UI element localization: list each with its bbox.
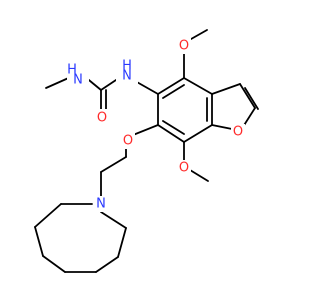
ether-oxygen-label: O bbox=[123, 134, 133, 149]
azepane-nitrogen-label-bg bbox=[94, 196, 108, 212]
azepane-bond-7 bbox=[34, 203, 62, 228]
ring-to-ether-bond bbox=[132, 124, 159, 136]
azepane-bond-3 bbox=[95, 256, 119, 273]
amine-right-label-bg bbox=[116, 61, 138, 88]
furan-bond-2 bbox=[239, 83, 256, 109]
amine-left-h-label: H bbox=[67, 63, 77, 78]
furan-oxygen-label: O bbox=[233, 125, 243, 140]
ether-oxygen-label-bg bbox=[121, 133, 135, 149]
chain-bond-1 bbox=[100, 156, 127, 173]
ring-bond-5 bbox=[157, 124, 185, 143]
ring-bond-1 bbox=[157, 77, 185, 95]
furan-bond-4 bbox=[211, 124, 233, 130]
bottom-methoxy-oxygen-label: O bbox=[179, 161, 189, 176]
ring-inner-bond-1 bbox=[162, 84, 185, 99]
furan-oxygen-label-bg bbox=[231, 124, 245, 140]
amine-right-h-label: H bbox=[122, 59, 132, 74]
ring-inner-bond-3 bbox=[162, 120, 185, 135]
atom-labels: H N H N O O O O O N bbox=[67, 39, 243, 212]
ring-bond-2 bbox=[183, 77, 213, 95]
carbonyl-oxygen-label-bg bbox=[94, 109, 110, 127]
ring-bond-4 bbox=[183, 124, 213, 143]
azepane-bond-1 bbox=[100, 211, 127, 229]
azepane-bond-6 bbox=[34, 226, 44, 257]
amine-left-label-bg bbox=[67, 61, 89, 88]
amine-left-n-label: N bbox=[73, 73, 83, 88]
top-methoxy-oxygen-label: O bbox=[179, 39, 189, 54]
azepane-nitrogen-label: N bbox=[96, 197, 106, 212]
furan-bond-1 bbox=[211, 83, 241, 95]
azepane-bond-5 bbox=[42, 255, 66, 273]
bottom-methoxy-oxygen-label-bg bbox=[177, 160, 191, 176]
furan-inner-bond bbox=[244, 87, 259, 110]
carbonyl-oxygen-label: O bbox=[97, 111, 107, 126]
bottom-methoxy-bond-lower bbox=[189, 169, 209, 182]
azepane-bond-2 bbox=[117, 227, 127, 258]
molecule-diagram: H N H N O O O O O N bbox=[34, 29, 259, 273]
chemical-structure-canvas: H N H N O O O O O N bbox=[34, 29, 259, 273]
top-methoxy-oxygen-label-bg bbox=[177, 38, 191, 54]
atom-label-backgrounds bbox=[67, 38, 245, 212]
amine-right-n-label: N bbox=[122, 69, 132, 84]
